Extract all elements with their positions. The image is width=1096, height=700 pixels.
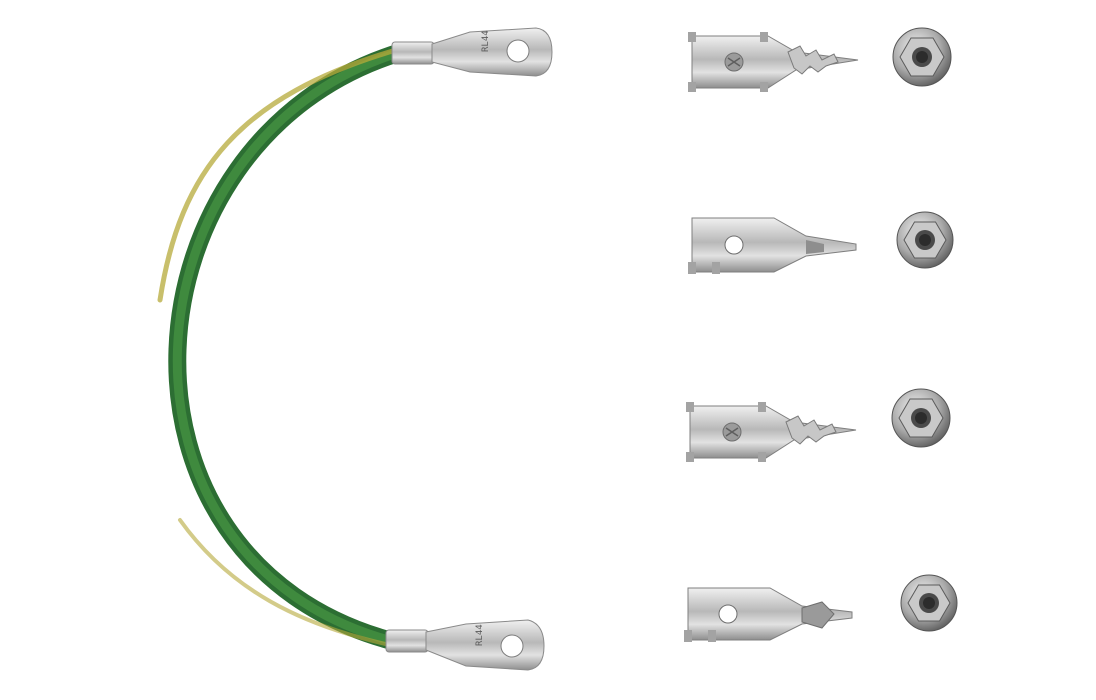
cable-insulation bbox=[168, 44, 407, 650]
hex-flange-nut bbox=[900, 574, 958, 632]
cable-yellow-stripe bbox=[157, 47, 399, 303]
lug-hole bbox=[500, 634, 524, 658]
cable-highlight bbox=[172, 48, 403, 646]
lug-stamp-text: RL44 bbox=[481, 30, 491, 52]
hex-flange-nut bbox=[896, 211, 954, 269]
grounding-clip-serrated bbox=[688, 32, 859, 92]
grounding-cable: RL44 RL44 bbox=[157, 27, 553, 671]
lug-stamp-text: RL44 bbox=[475, 624, 485, 646]
grounding-clip-serrated bbox=[686, 402, 857, 462]
lug-hole bbox=[506, 39, 530, 63]
cable-lug-bottom: RL44 bbox=[385, 619, 545, 671]
cable-lug-top: RL44 bbox=[391, 27, 553, 77]
hex-flange-nut bbox=[892, 27, 952, 87]
grounding-clip-plain bbox=[684, 587, 853, 642]
cable-yellow-stripe-lower bbox=[178, 518, 392, 647]
hex-flange-nut bbox=[891, 388, 951, 448]
grounding-clip-plain bbox=[688, 217, 857, 274]
